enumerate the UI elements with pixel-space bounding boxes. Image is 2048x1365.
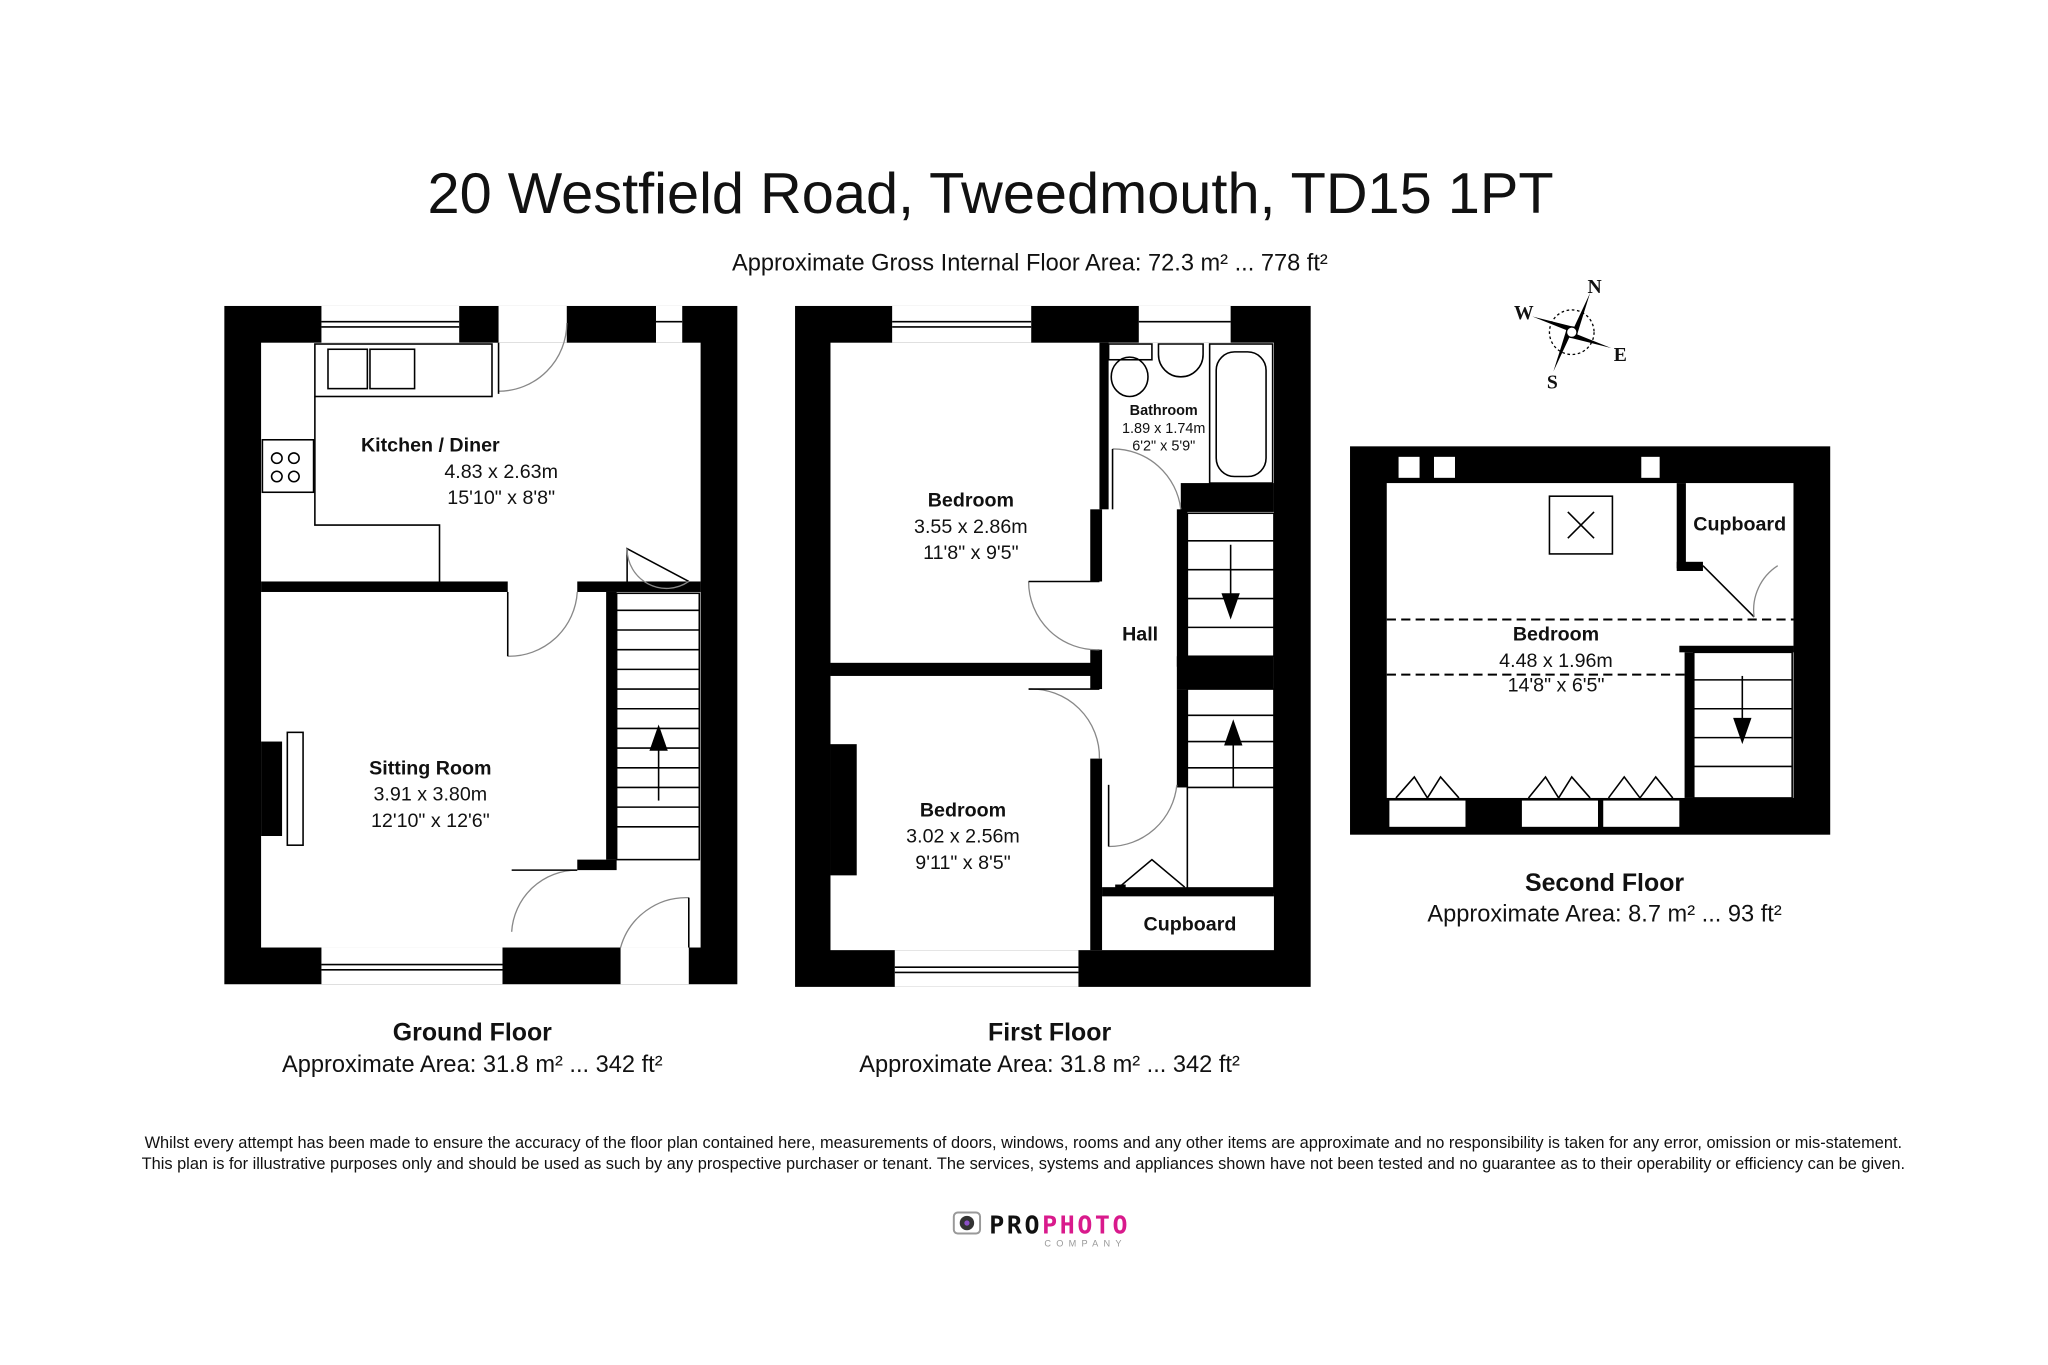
stairs (615, 592, 701, 861)
compass-n: N (1587, 276, 1601, 298)
room-label: Kitchen / Diner (361, 435, 500, 457)
floor-name: First Floor (988, 1019, 1111, 1047)
logo-pro: PRO (989, 1211, 1042, 1240)
room-label: Bedroom (928, 490, 1014, 512)
floor-area: Approximate Area: 31.8 m² ... 342 ft² (282, 1052, 663, 1078)
floor-area: Approximate Area: 31.8 m² ... 342 ft² (859, 1052, 1240, 1078)
camera-icon (952, 1211, 982, 1235)
room-imperial: 12'10" x 12'6" (371, 810, 490, 832)
room-metric: 3.91 x 3.80m (374, 784, 488, 806)
compass-w: W (1514, 302, 1534, 324)
room-label: Bedroom (1513, 624, 1599, 646)
room-label: Bathroom (1130, 403, 1198, 419)
disclaimer-line-1: Whilst every attempt has been made to en… (145, 1134, 1903, 1152)
second-floor-plan: Cupboard Bedroom 4.48 x 1.96m 14'8" x 6'… (1350, 446, 1831, 835)
gross-area: Approximate Gross Internal Floor Area: 7… (732, 251, 1328, 277)
ground-floor-plan: Kitchen / Diner 4.83 x 2.63m 15'10" x 8'… (224, 305, 738, 985)
stairs (1186, 512, 1275, 894)
room-label: Cupboard (1693, 513, 1786, 535)
room-metric: 3.02 x 2.56m (906, 826, 1020, 848)
room-label: Cupboard (1144, 913, 1237, 935)
room-metric: 4.83 x 2.63m (444, 461, 558, 483)
logo-tagline: COMPANY (1044, 1239, 1126, 1249)
compass-s: S (1547, 372, 1558, 394)
room-imperial: 6'2" x 5'9" (1132, 438, 1195, 454)
floor-name: Second Floor (1525, 869, 1684, 897)
floor-area: Approximate Area: 8.7 m² ... 93 ft² (1427, 901, 1781, 927)
first-floor-plan: Bedroom 3.55 x 2.86m 11'8" x 9'5" Bedroo… (795, 305, 1311, 987)
disclaimer-line-2: This plan is for illustrative purposes o… (142, 1155, 1905, 1173)
room-label: Bedroom (920, 799, 1006, 821)
compass-icon: N E S W (1514, 276, 1627, 394)
room-imperial: 11'8" x 9'5" (923, 542, 1018, 564)
room-label: Sitting Room (369, 757, 491, 779)
compass-e: E (1614, 344, 1627, 366)
prophoto-logo: PROPHOTO COMPANY (952, 1211, 1130, 1249)
svg-text:PROPHOTO: PROPHOTO (989, 1211, 1130, 1240)
room-imperial: 14'8" x 6'5" (1508, 675, 1605, 697)
room-metric: 4.48 x 1.96m (1499, 650, 1613, 672)
floor-name: Ground Floor (393, 1019, 552, 1047)
page-title: 20 Westfield Road, Tweedmouth, TD15 1PT (427, 162, 1553, 226)
room-metric: 3.55 x 2.86m (914, 516, 1028, 538)
logo-photo: PHOTO (1042, 1211, 1130, 1240)
room-imperial: 15'10" x 8'8" (447, 487, 555, 509)
room-metric: 1.89 x 1.74m (1122, 421, 1205, 437)
room-label: Hall (1122, 624, 1158, 646)
room-imperial: 9'11" x 8'5" (915, 852, 1010, 874)
